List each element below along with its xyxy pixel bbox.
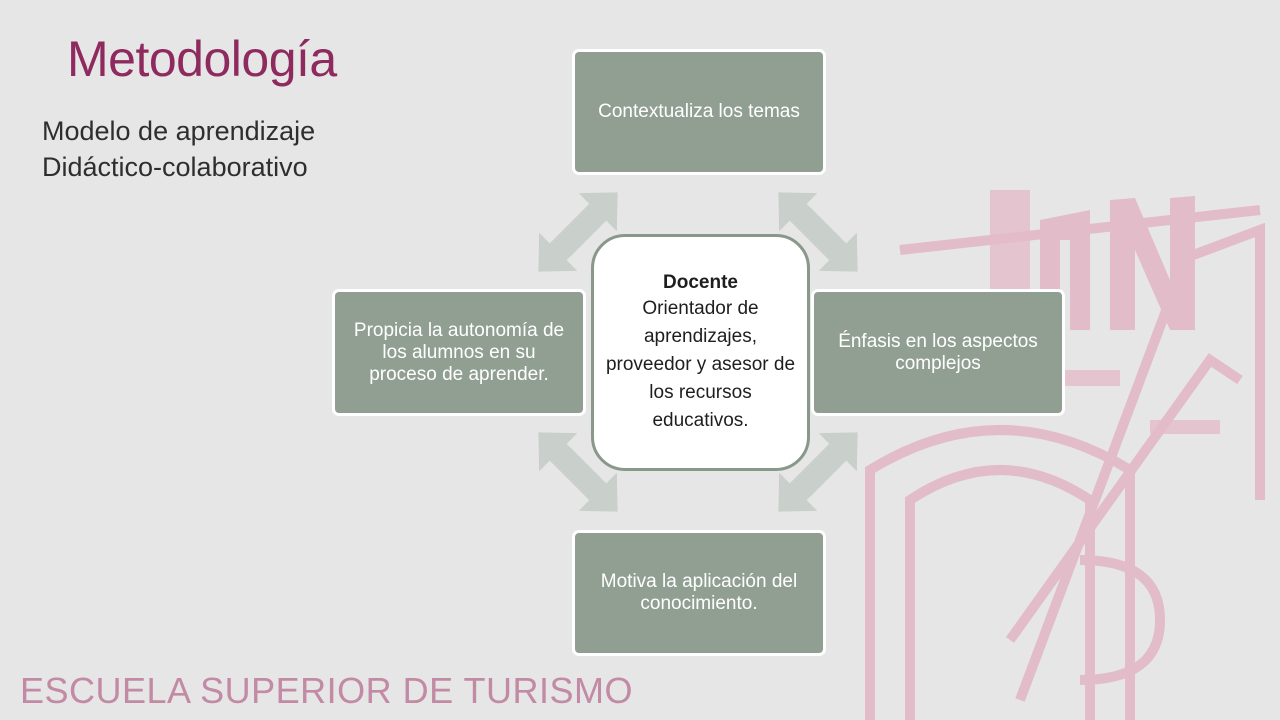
subtitle-line-2: Didáctico-colaborativo bbox=[42, 152, 308, 182]
page-title: Metodología bbox=[67, 31, 337, 87]
arrow-bottom-left bbox=[538, 432, 618, 512]
node-bottom-label: Motiva la aplicación del conocimiento. bbox=[600, 571, 798, 614]
node-bottom: Motiva la aplicación del conocimiento. bbox=[572, 530, 826, 656]
arrow-top-right bbox=[778, 192, 858, 272]
subtitle-line-1: Modelo de aprendizaje bbox=[42, 116, 316, 146]
center-node-docente: Docente Orientador de aprendizajes, prov… bbox=[591, 234, 810, 471]
arrow-bottom-right bbox=[778, 432, 858, 512]
node-right-label: Énfasis en los aspectos complejos bbox=[838, 330, 1038, 374]
arrow-top-left bbox=[538, 192, 618, 272]
node-top-label: Contextualiza los temas bbox=[598, 101, 800, 122]
center-title: Docente bbox=[663, 271, 738, 293]
subtitle: Modelo de aprendizaje Didáctico-colabora… bbox=[42, 113, 315, 185]
node-right: Énfasis en los aspectos complejos bbox=[811, 289, 1065, 416]
node-top: Contextualiza los temas bbox=[572, 49, 826, 175]
footer-school-name: ESCUELA SUPERIOR DE TURISMO bbox=[20, 670, 633, 711]
center-description: Orientador de aprendizajes, proveedor y … bbox=[605, 297, 796, 431]
node-left: Propicia la autonomía de los alumnos en … bbox=[332, 289, 586, 416]
node-left-label: Propicia la autonomía de los alumnos en … bbox=[353, 319, 565, 385]
